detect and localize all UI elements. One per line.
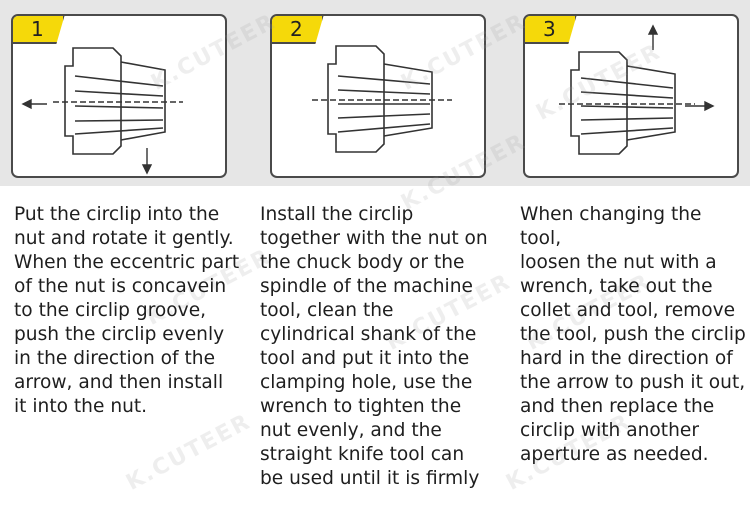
step-2-badge: 2 bbox=[272, 16, 324, 44]
step-3-panel: 3 bbox=[523, 14, 739, 178]
collet-diagram-3 bbox=[559, 24, 715, 155]
collet-diagram-2 bbox=[312, 45, 452, 153]
step-2-text: Install the circlip together with the nu… bbox=[260, 204, 488, 489]
step-1-text: Put the circlip into the nut and rotate … bbox=[14, 204, 240, 417]
step-3-text: When changing the tool, loosen the nut w… bbox=[520, 204, 746, 465]
watermark: K.CUTEER bbox=[122, 409, 256, 496]
collet-diagram-1 bbox=[21, 47, 183, 175]
step-3-badge: 3 bbox=[525, 16, 577, 44]
step-1-badge: 1 bbox=[13, 16, 65, 44]
step-2-panel: 2 bbox=[270, 14, 486, 178]
step-1-panel: 1 bbox=[11, 14, 227, 178]
